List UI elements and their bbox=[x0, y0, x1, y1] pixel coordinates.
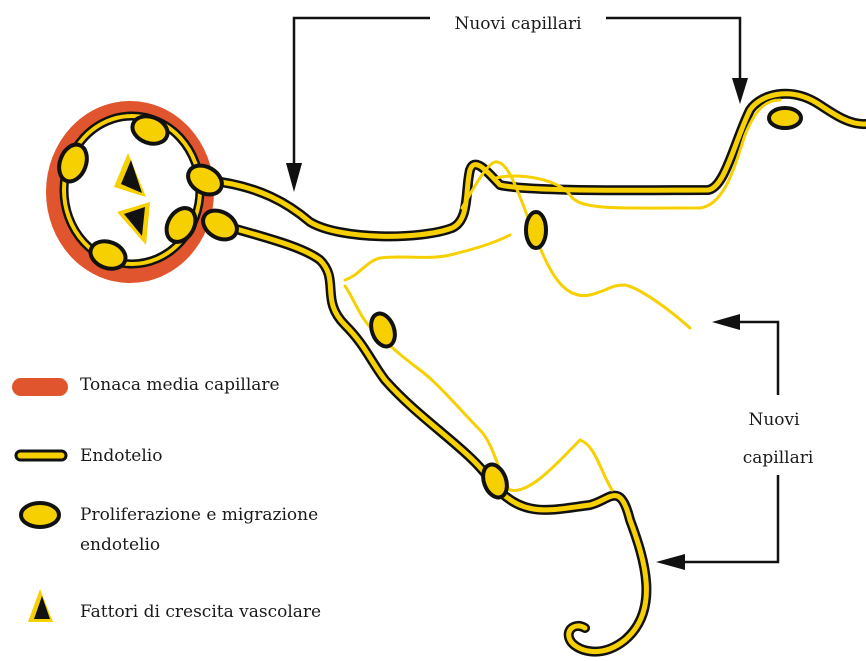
sprout-lower-fill bbox=[212, 222, 646, 652]
legend-symbols bbox=[12, 378, 68, 622]
endothelial-cell bbox=[526, 212, 546, 248]
arrow-down-icon bbox=[286, 163, 302, 192]
new-capillary-4 bbox=[345, 235, 510, 280]
endothelial-cell bbox=[479, 461, 511, 500]
top-callout-label: Nuovi capillari bbox=[454, 14, 582, 34]
right-callout-line-bottom bbox=[683, 475, 778, 562]
sprout-lower-outline bbox=[212, 222, 646, 652]
legend-cell-swatch bbox=[21, 503, 59, 527]
new-capillaries bbox=[345, 100, 780, 490]
arrow-left-icon bbox=[712, 314, 740, 330]
legend-endothelium-swatch bbox=[16, 451, 66, 460]
right-callout-label-line1: Nuovi bbox=[748, 410, 800, 430]
arrow-down-icon bbox=[732, 78, 748, 104]
arrow-left-icon bbox=[656, 554, 685, 570]
right-callout-label-line2: capillari bbox=[743, 448, 814, 468]
legend-growth-factors-label: Fattori di crescita vascolare bbox=[80, 600, 321, 625]
right-callout-line-top bbox=[738, 322, 778, 395]
legend-proliferation-label-line1: Proliferazione e migrazione bbox=[80, 503, 318, 528]
right-callout bbox=[683, 322, 778, 562]
top-callout-line-left bbox=[294, 18, 430, 168]
endothelial-cell bbox=[367, 310, 399, 349]
legend-endothelium-label: Endotelio bbox=[80, 444, 162, 469]
top-callout-line-right bbox=[606, 18, 740, 85]
legend-proliferation-label-line2: endotelio bbox=[80, 533, 160, 558]
endothelial-cell bbox=[769, 108, 801, 128]
legend-tunica-swatch bbox=[12, 378, 68, 396]
legend-tunica-label: Tonaca media capillare bbox=[80, 373, 280, 398]
top-callout bbox=[294, 18, 740, 168]
